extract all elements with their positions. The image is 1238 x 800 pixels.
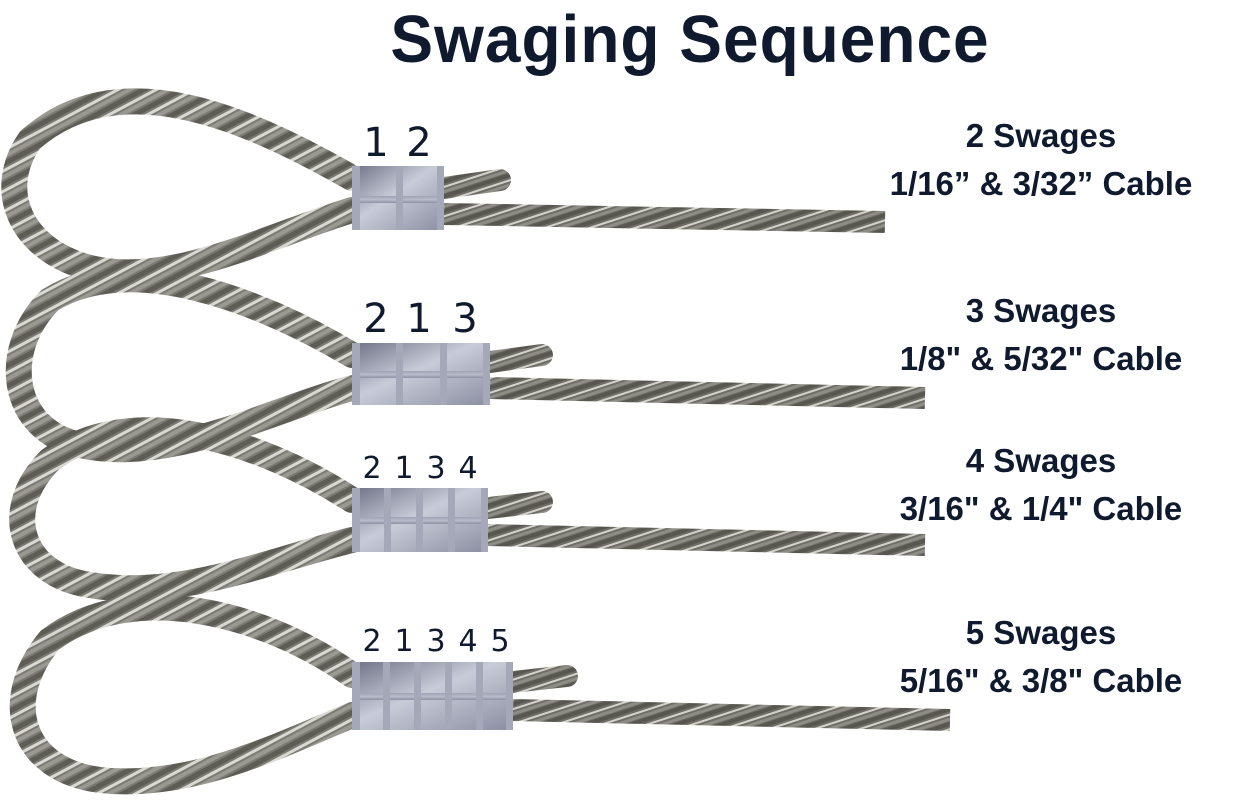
sequence-number: 5 (490, 624, 510, 659)
sequence-number: 3 (426, 624, 446, 659)
cable-row-3 (9, 417, 926, 602)
cable-row-1 (1, 88, 886, 286)
swage-sleeve-1 (352, 166, 444, 230)
swage-sleeve-3 (352, 488, 488, 552)
cable-size-label: 5/16" & 3/8" Cable (899, 662, 1183, 699)
sequence-number: 2 (362, 624, 382, 659)
swage-count-label: 4 Swages (965, 442, 1117, 479)
swage-sleeve-2 (352, 343, 490, 405)
sequence-number: 3 (426, 451, 446, 486)
sequence-number: 1 (406, 296, 432, 342)
swage-count-label: 2 Swages (965, 117, 1117, 154)
row-label-3: 4 Swages 3/16" & 1/4" Cable (841, 437, 1238, 533)
sequence-number: 1 (394, 624, 414, 659)
cable-size-label: 1/8" & 5/32" Cable (899, 340, 1183, 377)
cable-row-4 (9, 594, 951, 795)
sequence-number: 2 (363, 296, 389, 342)
sequence-number: 2 (362, 451, 382, 486)
row-label-2: 3 Swages 1/8" & 5/32" Cable (841, 287, 1238, 383)
row-label-1: 2 Swages 1/16” & 3/32” Cable (841, 112, 1238, 208)
sequence-number: 3 (452, 296, 478, 342)
cable-row-2 (5, 266, 926, 463)
sequence-number: 1 (363, 120, 389, 166)
swage-sleeve-4 (352, 662, 513, 730)
cable-size-label: 3/16" & 1/4" Cable (899, 490, 1183, 527)
row-label-4: 5 Swages 5/16" & 3/8" Cable (841, 609, 1238, 705)
swage-count-label: 5 Swages (965, 614, 1117, 651)
cable-size-label: 1/16” & 3/32” Cable (889, 165, 1193, 202)
sequence-number: 4 (458, 624, 478, 659)
sequence-number: 1 (394, 451, 414, 486)
sequence-number: 4 (458, 451, 478, 486)
swage-count-label: 3 Swages (965, 292, 1117, 329)
page-title: Swaging Sequence (390, 1, 990, 77)
sequence-number: 2 (406, 120, 432, 166)
